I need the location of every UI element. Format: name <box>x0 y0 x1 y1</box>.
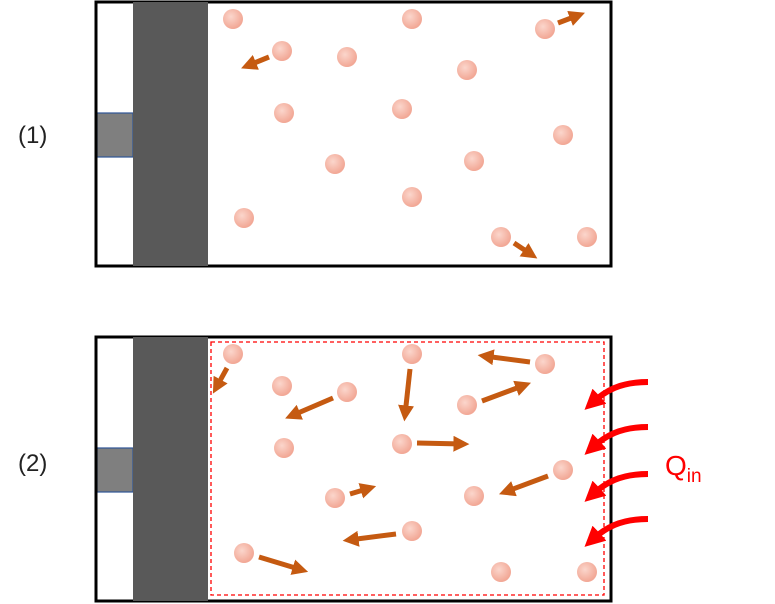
piston <box>133 337 208 601</box>
velocity-arrow <box>212 366 230 394</box>
gas-particle <box>553 460 573 480</box>
gas-particles <box>223 9 597 259</box>
gas-particle <box>274 438 294 458</box>
velocity-arrow <box>512 240 538 259</box>
velocity-arrow <box>477 349 531 366</box>
gas-particle <box>223 344 243 364</box>
gas-particle <box>464 151 484 171</box>
gas-particle <box>272 376 292 396</box>
velocity-arrow <box>285 395 334 420</box>
gas-particle <box>402 344 422 364</box>
gas-particle <box>491 227 511 247</box>
velocity-arrow <box>342 530 397 547</box>
panel-1-label: (1) <box>18 122 48 149</box>
piston-rod <box>96 112 134 158</box>
gas-particle <box>392 434 412 454</box>
panel-2 <box>94 335 613 603</box>
heat-label: Qin <box>665 450 702 487</box>
velocity-arrow <box>241 54 270 70</box>
gas-particle <box>274 103 294 123</box>
velocity-arrow <box>481 380 531 404</box>
heat-input-arrows <box>584 379 649 547</box>
heat-arrow <box>584 424 649 455</box>
heat-arrow <box>584 516 649 547</box>
cylinder <box>94 335 613 603</box>
velocity-arrow <box>416 435 470 452</box>
gas-particle <box>392 99 412 119</box>
panel-2-label: (2) <box>18 450 48 477</box>
gas-particle <box>325 488 345 508</box>
velocity-arrow <box>557 10 585 26</box>
gas-particle <box>337 382 357 402</box>
gas-particle <box>553 125 573 145</box>
gas-particle <box>464 486 484 506</box>
velocity-arrow <box>499 473 549 497</box>
gas-particle <box>577 227 597 247</box>
gas-particles <box>212 344 597 582</box>
velocity-arrow <box>258 554 309 575</box>
heat-arrow <box>584 379 649 410</box>
gas-particle <box>491 562 511 582</box>
gas-particle <box>457 60 477 80</box>
system-boundary <box>210 341 605 596</box>
gas-particle <box>577 562 597 582</box>
gas-particle <box>325 154 345 174</box>
gas-particle <box>223 9 243 29</box>
gas-particle <box>457 395 477 415</box>
gas-particle <box>337 47 357 67</box>
heat-label-sub: in <box>687 466 702 487</box>
piston-rod <box>96 447 134 493</box>
panel-1 <box>94 0 613 268</box>
velocity-arrow <box>398 368 414 422</box>
velocity-arrow <box>349 483 377 499</box>
gas-particle <box>535 19 555 39</box>
cylinder <box>94 0 613 268</box>
piston <box>133 2 208 266</box>
gas-particle <box>402 521 422 541</box>
heat-label-main: Q <box>665 450 687 481</box>
gas-particle <box>535 354 555 374</box>
gas-particle <box>234 543 254 563</box>
gas-particle <box>402 187 422 207</box>
gas-particle <box>234 208 254 228</box>
gas-particle <box>272 41 292 61</box>
heat-arrow <box>584 471 649 502</box>
gas-particle <box>402 9 422 29</box>
